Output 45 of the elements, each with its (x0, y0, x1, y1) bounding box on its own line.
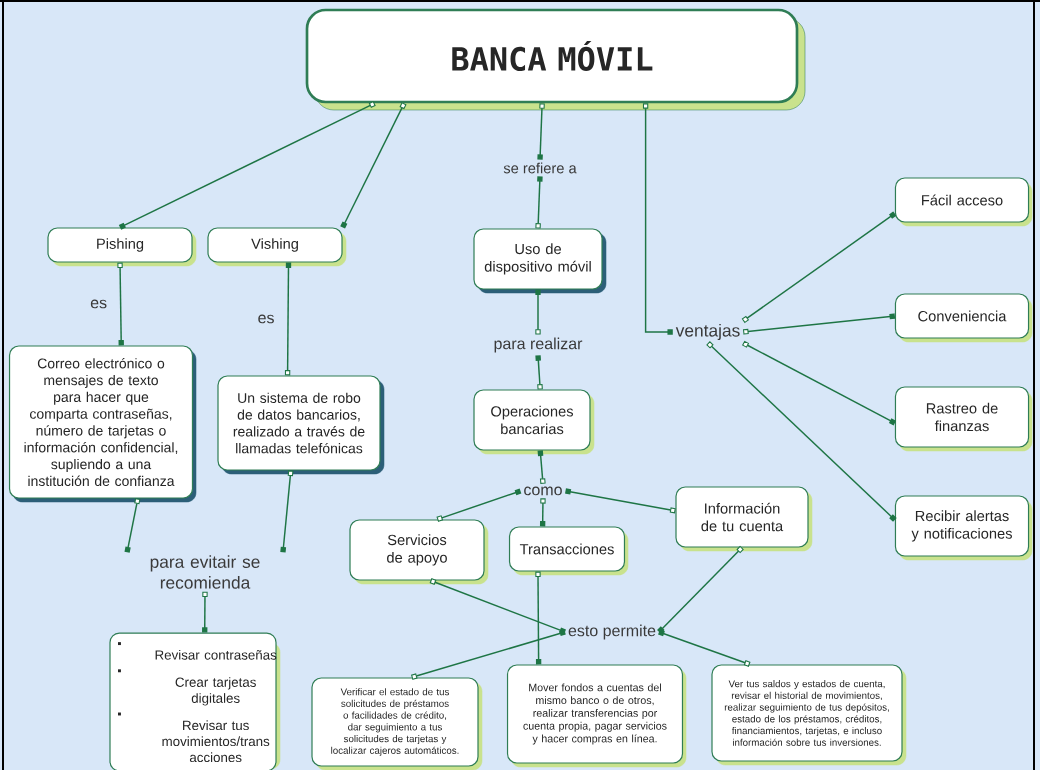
linking-phrase: como (524, 486, 562, 496)
connector (429, 578, 566, 635)
concept-box: Operaciones bancarias (473, 389, 595, 455)
concept-box: Verificar el estado de tus solicitudes de préstamos o facilidades de crédito, dar seguimiento a tus solicitudes de tarjetas y localizar cajeros automáticos. (311, 677, 483, 770)
connector (537, 103, 545, 160)
concept-box: Fácil acceso (894, 177, 1033, 227)
connector (124, 498, 141, 553)
linking-phrase: para realizar (494, 337, 583, 353)
connector (657, 545, 744, 634)
concept-box: Servicios de apoyo (349, 519, 489, 585)
edge-label: es (256, 313, 276, 325)
connector (565, 488, 676, 514)
concept-box: Un sistema de robo de datos bancarios, realizado a través de llamadas telefónicas (217, 375, 385, 475)
concept-box: Rastreo de finanzas (894, 386, 1033, 452)
linking-phrase: para evitair se recomienda (150, 555, 260, 589)
connector (535, 355, 543, 390)
connector (117, 262, 124, 346)
connector (537, 450, 546, 484)
linking-phrase: esto permite (568, 624, 656, 640)
connector (202, 591, 208, 633)
concept-box: Conveniencia (894, 293, 1033, 343)
concept-box: Recibir alertas y notificaciones (894, 495, 1033, 561)
connector (284, 262, 292, 376)
connector (535, 289, 541, 335)
connector (280, 470, 294, 553)
concept-box: Uso de dispositivo móvil (473, 228, 607, 294)
connector (539, 498, 546, 527)
connector (436, 488, 522, 522)
concept-box: Información de tu cuenta (675, 486, 813, 552)
connector (535, 176, 543, 229)
connector (535, 571, 542, 665)
concept-box: Pishing (47, 227, 197, 267)
concept-box: Transacciones (508, 526, 629, 576)
edge-label: es (88, 298, 109, 310)
connector (706, 341, 897, 522)
concept-box: Correo electrónico o mensajes de texto para hacer que comparta contraseñas, número de tarjetas o información confidencial, supliendo a una institución de confianza (8, 345, 197, 503)
title-box: BANCA MÓVIL (305, 8, 806, 111)
connector (642, 103, 673, 335)
linking-phrase: ventajas (675, 323, 740, 341)
concept-box: Ver tus saldos y estados de cuenta, revisar el historial de movimientos, realizar seguimiento de tus depósitos, estado de los préstamos, créditos, financiamientos, tarjetas, e incluso información sobre tus inversiones. (711, 664, 907, 766)
linking-phrase: se refiere a (503, 162, 577, 174)
concept-box: Mover fondos a cuentas del mismo banco o de otros, realizar transferencias por cuenta propia, pagar servicios y hacer compras en línea. (506, 664, 687, 768)
concept-box: Vishing (207, 227, 347, 267)
connector (658, 629, 751, 667)
connector (340, 102, 407, 229)
